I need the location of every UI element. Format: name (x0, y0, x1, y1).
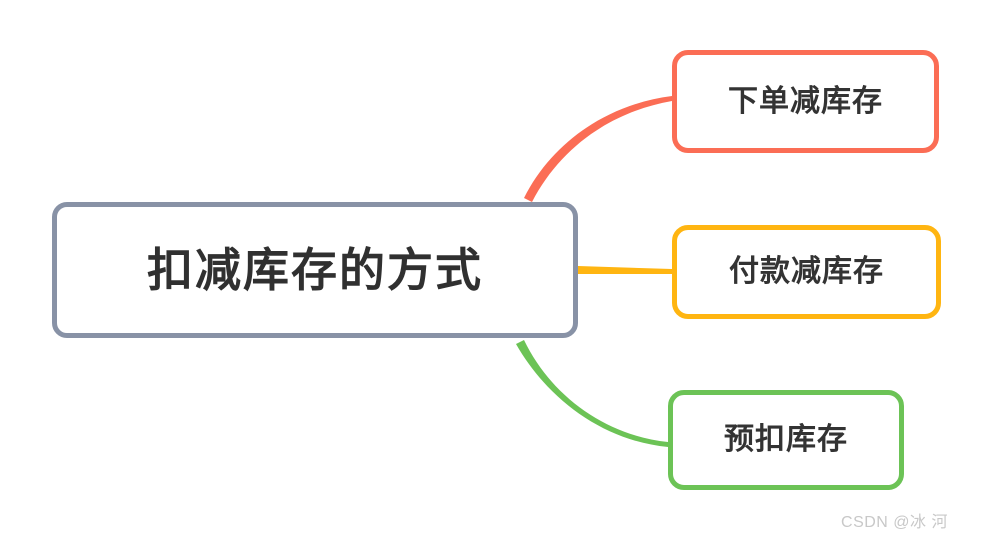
mindmap-branch-label: 下单减库存 (728, 84, 883, 118)
mindmap-root-label: 扣减库存的方式 (147, 244, 483, 296)
mindmap-branch-label: 付款减库存 (729, 255, 884, 288)
mindmap-branch-node-payment-deduct[interactable]: 付款减库存 (672, 225, 941, 319)
connector-branch-2 (516, 340, 668, 447)
mindmap-branch-node-pre-deduct[interactable]: 预扣库存 (668, 390, 904, 490)
watermark: CSDN @冰 河 (841, 514, 948, 531)
connector-branch-1 (578, 266, 672, 274)
mindmap-branch-label: 预扣库存 (724, 423, 848, 456)
mindmap-root-node[interactable]: 扣减库存的方式 (52, 202, 578, 338)
mindmap-branch-node-order-deduct[interactable]: 下单减库存 (672, 50, 939, 153)
connector-branch-0 (524, 96, 672, 202)
